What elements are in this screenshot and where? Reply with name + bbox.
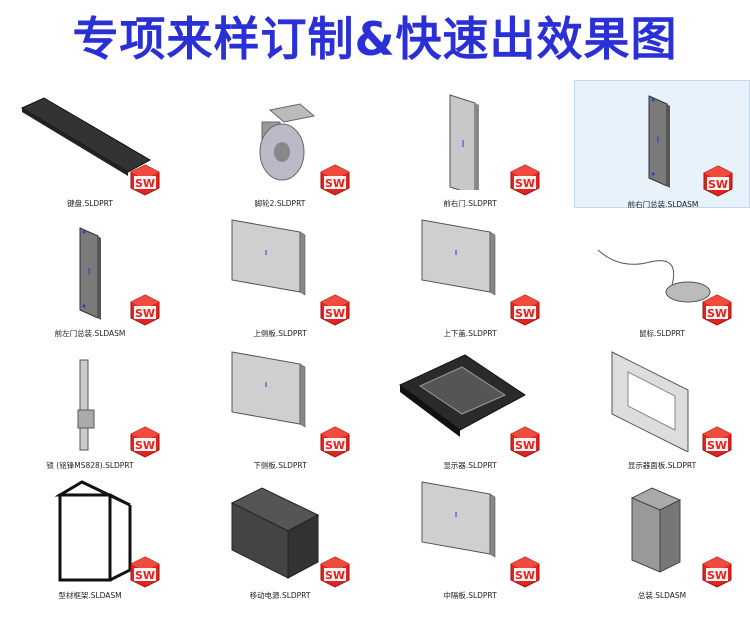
file-item[interactable]: SW 显示器.SLDPRT: [382, 342, 558, 470]
door-assembly-thumbnail: [2, 210, 178, 320]
solidworks-icon: SW: [510, 426, 540, 458]
file-name: 显示器面板.SLDPRT: [627, 461, 697, 470]
file-item[interactable]: SW 总装.SLDASM: [574, 472, 750, 600]
solidworks-icon: SW: [702, 426, 732, 458]
file-name: 显示器.SLDPRT: [443, 461, 497, 470]
cabinet-thumbnail: [574, 472, 750, 582]
file-item[interactable]: SW 中隔板.SLDPRT: [382, 472, 558, 600]
file-name: 型材框架.SLDASM: [58, 591, 122, 600]
power-box-thumbnail: [192, 472, 368, 582]
caster-wheel-thumbnail: [192, 80, 368, 190]
panel-door-thumbnail: [382, 80, 558, 190]
keyboard-thumbnail: [2, 80, 178, 190]
svg-text:SW: SW: [707, 439, 727, 452]
mouse-thumbnail: [574, 210, 750, 320]
file-item[interactable]: SW 移动电源.SLDPRT: [192, 472, 368, 600]
file-name: 移动电源.SLDPRT: [249, 591, 311, 600]
svg-text:SW: SW: [707, 307, 727, 320]
solidworks-icon: SW: [320, 294, 350, 326]
svg-text:SW: SW: [135, 177, 155, 190]
svg-text:SW: SW: [515, 439, 535, 452]
svg-text:SW: SW: [325, 569, 345, 582]
banner-title: 专项来样订制&快速出效果图: [72, 12, 678, 66]
file-item[interactable]: SW 上侧板.SLDPRT: [192, 210, 368, 338]
monitor-thumbnail: [382, 342, 558, 452]
file-name: 上侧板.SLDPRT: [253, 329, 307, 338]
file-item[interactable]: SW 鼠标.SLDPRT: [574, 210, 750, 338]
door-assembly-thumbnail: [575, 81, 750, 191]
solidworks-icon: SW: [510, 164, 540, 196]
file-item[interactable]: SW 前右门.SLDPRT: [382, 80, 558, 208]
svg-text:SW: SW: [515, 177, 535, 190]
file-name: 前右门.SLDPRT: [443, 199, 497, 208]
file-name: 前左门总装.SLDASM: [54, 329, 126, 338]
file-name: 上下盖.SLDPRT: [443, 329, 497, 338]
file-item[interactable]: SW 上下盖.SLDPRT: [382, 210, 558, 338]
side-panel-thumbnail: [192, 342, 368, 452]
file-name: 总装.SLDASM: [637, 591, 687, 600]
file-name: 中隔板.SLDPRT: [443, 591, 497, 600]
solidworks-icon: SW: [130, 556, 160, 588]
file-item[interactable]: SW 锁 (铭锋MS828).SLDPRT: [2, 342, 178, 470]
frame-thumbnail: [2, 472, 178, 582]
svg-text:SW: SW: [708, 178, 728, 191]
solidworks-icon: SW: [702, 556, 732, 588]
file-item[interactable]: SW 脚轮2.SLDPRT: [192, 80, 368, 208]
svg-text:SW: SW: [515, 307, 535, 320]
file-name: 锁 (铭锋MS828).SLDPRT: [46, 461, 134, 470]
svg-text:SW: SW: [515, 569, 535, 582]
svg-text:SW: SW: [135, 307, 155, 320]
file-name: 前右门总装.SLDASM: [627, 200, 699, 209]
solidworks-icon: SW: [320, 426, 350, 458]
solidworks-icon: SW: [130, 294, 160, 326]
solidworks-icon: SW: [130, 164, 160, 196]
file-item[interactable]: SW 前右门总装.SLDASM: [574, 80, 750, 209]
solidworks-icon: SW: [130, 426, 160, 458]
solidworks-icon: SW: [702, 294, 732, 326]
file-item[interactable]: SW 键盘.SLDPRT: [2, 80, 178, 208]
file-name: 键盘.SLDPRT: [67, 199, 113, 208]
solidworks-icon: SW: [510, 556, 540, 588]
file-item[interactable]: SW 前左门总装.SLDASM: [2, 210, 178, 338]
side-panel-thumbnail: [192, 210, 368, 320]
solidworks-icon: SW: [510, 294, 540, 326]
monitor-panel-thumbnail: [574, 342, 750, 452]
file-item[interactable]: SW 型材框架.SLDASM: [2, 472, 178, 600]
file-item[interactable]: SW 显示器面板.SLDPRT: [574, 342, 750, 470]
svg-text:SW: SW: [325, 177, 345, 190]
lock-thumbnail: [2, 342, 178, 452]
svg-text:SW: SW: [707, 569, 727, 582]
file-name: 鼠标.SLDPRT: [639, 329, 685, 338]
partition-panel-thumbnail: [382, 472, 558, 582]
svg-text:SW: SW: [135, 439, 155, 452]
file-item[interactable]: SW 下侧板.SLDPRT: [192, 342, 368, 470]
file-name: 下侧板.SLDPRT: [253, 461, 307, 470]
svg-text:SW: SW: [325, 307, 345, 320]
svg-text:SW: SW: [325, 439, 345, 452]
file-name: 脚轮2.SLDPRT: [254, 199, 306, 208]
solidworks-icon: SW: [320, 164, 350, 196]
cover-panel-thumbnail: [382, 210, 558, 320]
solidworks-icon: SW: [320, 556, 350, 588]
solidworks-icon: SW: [703, 165, 733, 197]
svg-text:SW: SW: [135, 569, 155, 582]
